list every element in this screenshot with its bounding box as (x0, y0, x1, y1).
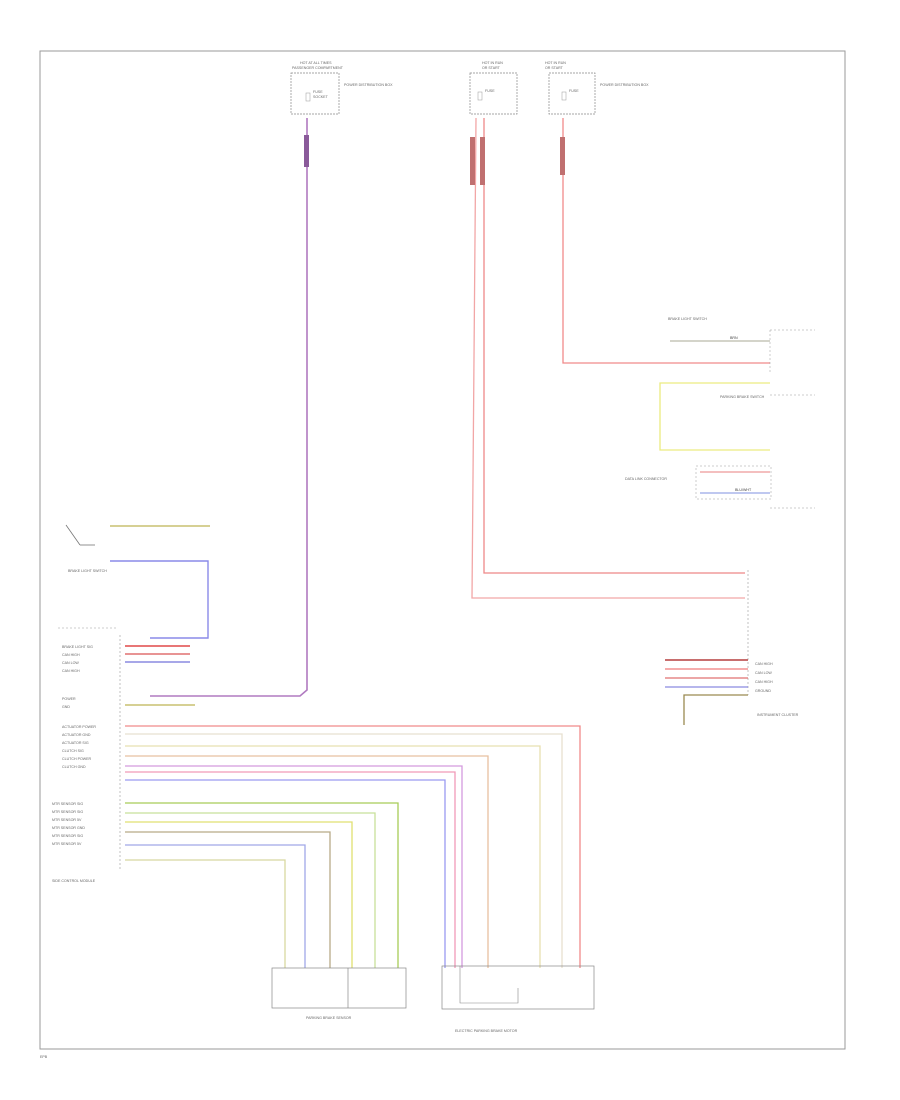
footer-code: EPB (40, 1055, 48, 1059)
lm-act-label-1: ACTUATOR GND (62, 733, 91, 737)
wire-yellow-loop (659, 382, 770, 451)
lm-sen-label-4: MTR SENSOR SIG (52, 834, 83, 838)
wire-red-a (483, 118, 745, 574)
lm-act-label-3: CLUTCH SIG (62, 749, 84, 753)
wire-red-right (562, 118, 770, 364)
wire-red-splice-right (560, 137, 565, 175)
lm-act-label-4: CLUTCH POWER (62, 757, 92, 761)
pbs-name: PARKING BRAKE SENSOR (306, 1016, 352, 1020)
ic-name: INSTRUMENT CLUSTER (757, 713, 799, 717)
lm-mid-label-0: POWER (62, 697, 76, 701)
lm-sen-label-3: MTR SENSOR GND (52, 826, 85, 830)
lm-sen-label-5: MTR SENSOR 5V (52, 842, 82, 846)
ic-pin-label-1: CAN LOW (755, 671, 772, 675)
fuse-right-side: POWER DISTRIBUTION BOX (600, 83, 649, 87)
right-connector-parking: PARKING BRAKE SWITCH (720, 394, 815, 399)
fuse-right-name: FUSE (569, 89, 579, 93)
lm-top-label-2: CAN LOW (62, 661, 79, 665)
fuse-right-sub: OR START (545, 66, 564, 70)
lm-sen-label-1: MTR SENSOR SIG (52, 810, 83, 814)
fuse-right-top: HOT IN RUN (545, 61, 566, 65)
rc-brake-wire: BRN (730, 336, 738, 340)
fuse-mid-name: FUSE (485, 89, 495, 93)
ic-pin-label-3: GROUND (755, 689, 771, 693)
lm-sen-label-2: MTR SENSOR 5V (52, 818, 82, 822)
right-connector-brake: BRAKE LIGHT SWITCH BRN (668, 317, 815, 372)
fuse-left-side: POWER DISTRIBUTION BOX (344, 83, 393, 87)
fuse-left-name: FUSE (313, 90, 323, 94)
brake-switch-symbol (65, 524, 81, 546)
ic-pin-label-0: CAN HIGH (755, 662, 773, 666)
brake-switch-label: BRAKE LIGHT SWITCH (68, 569, 107, 573)
wire-red-splice-b (480, 137, 485, 185)
fuse-mid: HOT IN RUN OR START FUSE (469, 61, 518, 115)
rc-parking-label: PARKING BRAKE SWITCH (720, 395, 765, 399)
left-module: BRAKE LIGHT SWITCH BRAKE LIGHT SIG CAN H… (52, 524, 581, 968)
epb-name: ELECTRIC PARKING BRAKE MOTOR (455, 1029, 518, 1033)
wire-violet-splice (304, 135, 309, 167)
fuse-left-top: HOT AT ALL TIMES (300, 61, 332, 65)
rc-dlc-wire: BLU/WHT (735, 488, 752, 492)
instrument-cluster: CAN HIGH CAN LOW CAN HIGH GROUND INSTRUM… (665, 570, 799, 725)
fuse-left-note: SOCKET (313, 95, 329, 99)
lm-name: SIDE CONTROL MODULE (52, 879, 96, 883)
parking-brake-sensor: PARKING BRAKE SENSOR (271, 967, 407, 1020)
fuse-right: HOT IN RUN OR START FUSE POWER DISTRIBUT… (545, 61, 649, 115)
fuse-left: HOT AT ALL TIMES PASSENGER COMPARTMENT F… (290, 61, 393, 115)
lm-act-label-0: ACTUATOR POWER (62, 725, 96, 729)
lm-act-label-2: ACTUATOR SIG (62, 741, 89, 745)
fuse-mid-top: HOT IN RUN (482, 61, 503, 65)
epb-motor: ELECTRIC PARKING BRAKE MOTOR (441, 965, 595, 1033)
right-connector-dlc: DATA LINK CONNECTOR BLU/WHT (625, 465, 815, 509)
lm-top-label-3: CAN HIGH (62, 669, 80, 673)
lm-top-label-0: BRAKE LIGHT SIG (62, 645, 93, 649)
ic-pin-label-2: CAN HIGH (755, 680, 773, 684)
fuse-left-sub: PASSENGER COMPARTMENT (292, 66, 344, 70)
wire-red-b (471, 117, 745, 599)
rc-dlc-label: DATA LINK CONNECTOR (625, 477, 667, 481)
diagram-border (39, 50, 846, 1050)
lm-sen-label-0: MTR SENSOR SIG (52, 802, 83, 806)
lm-mid-label-1: GND (62, 705, 70, 709)
lm-top-label-1: CAN HIGH (62, 653, 80, 657)
wire-red-splice-a (470, 137, 475, 185)
lm-act-label-5: CLUTCH GND (62, 765, 86, 769)
rc-brake-label: BRAKE LIGHT SWITCH (668, 317, 707, 321)
wire-violet-power (150, 118, 308, 697)
fuse-mid-sub: OR START (482, 66, 501, 70)
